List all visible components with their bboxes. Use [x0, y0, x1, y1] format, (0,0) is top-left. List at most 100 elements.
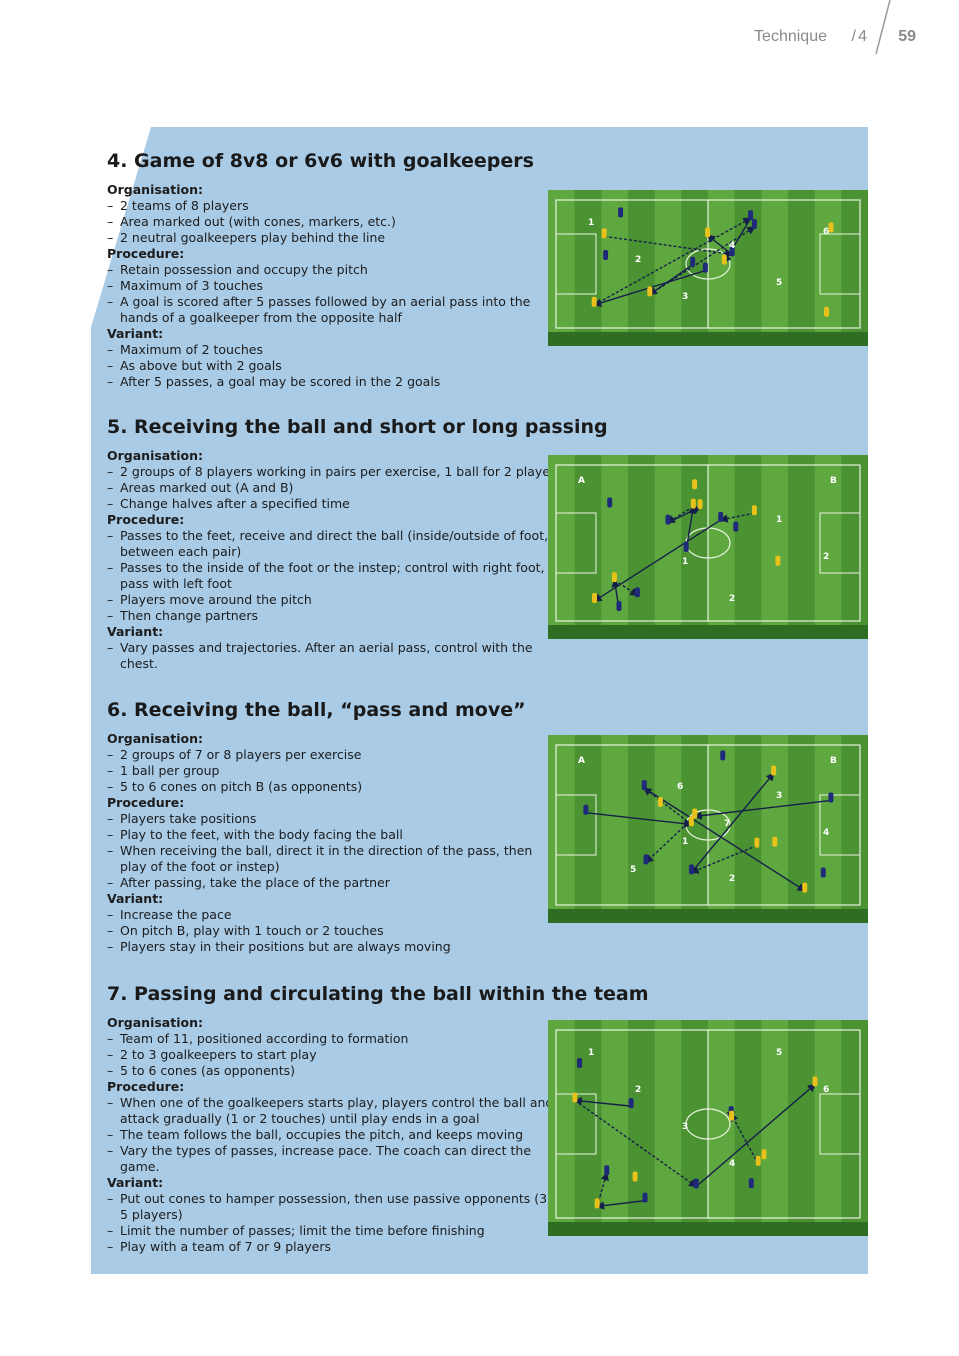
pass-arrow [595, 1199, 646, 1210]
player-blue [618, 207, 624, 218]
player-blue [748, 1178, 754, 1189]
grass-stripe [761, 455, 789, 639]
player-blue [607, 497, 613, 508]
player-blue [603, 249, 609, 260]
diagram-label: 3 [682, 292, 688, 302]
grass-stripe [548, 735, 576, 923]
grass-stripe [654, 190, 683, 346]
pass-arrow [644, 815, 696, 864]
pitch-edge [548, 1222, 868, 1236]
variant-list: Maximum of 2 touches As above but with 2… [107, 342, 567, 390]
diagram-label: 5 [630, 865, 636, 875]
list-item: Play with a team of 7 or 9 players [107, 1239, 567, 1255]
player-blue [718, 511, 724, 522]
diagram-label: 7 [724, 819, 730, 829]
player-yellow [592, 592, 598, 603]
pass-arrow [693, 799, 831, 820]
grass-stripe [628, 455, 656, 639]
grass-stripe [628, 190, 656, 346]
grass-stripe [788, 190, 816, 346]
diagram-label: 2 [729, 874, 735, 884]
page-number: 59 [898, 28, 916, 45]
player-yellow [761, 1149, 767, 1160]
list-item: Areas marked out (A and B) [107, 480, 567, 496]
grass-stripe [734, 735, 763, 923]
player-blue [729, 246, 735, 257]
grass-stripe [548, 190, 576, 346]
organisation-label: Organisation: [107, 448, 203, 463]
variant-label: Variant: [107, 891, 164, 906]
grass-stripe [841, 455, 868, 639]
variant-label: Variant: [107, 326, 164, 341]
list-item: Players stay in their positions but are … [107, 939, 567, 955]
penalty-box [819, 512, 861, 574]
player-yellow [802, 882, 808, 893]
grass-stripe [548, 1020, 576, 1236]
centre-circle [685, 1108, 731, 1140]
header-section-title: Technique [754, 28, 827, 45]
pass-arrow [593, 519, 722, 602]
variant-list: Put out cones to hamper possession, then… [107, 1191, 567, 1255]
grass-stripe [841, 1020, 868, 1236]
player-blue [634, 587, 640, 598]
section-title: 7. Passing and circulating the ball with… [107, 983, 649, 1005]
penalty-box [819, 794, 861, 856]
diagram-label: 3 [776, 791, 782, 801]
pass-arrow [690, 772, 775, 873]
grass-stripe [761, 190, 789, 346]
header-separator: / [851, 28, 856, 45]
player-blue [751, 219, 757, 230]
penalty-box [555, 233, 597, 295]
list-item: Maximum of 3 touches [107, 278, 567, 294]
organisation-list: Team of 11, positioned according to form… [107, 1031, 567, 1079]
pass-arrow [730, 1112, 759, 1165]
player-yellow [572, 1092, 578, 1103]
player-yellow [601, 228, 607, 239]
pass-arrow [695, 1083, 817, 1188]
player-yellow [772, 836, 778, 847]
grass-stripe [761, 735, 789, 923]
list-item: As above but with 2 goals [107, 358, 567, 374]
player-yellow [721, 254, 727, 265]
organisation-list: 2 groups of 7 or 8 players per exercise … [107, 747, 567, 795]
grass-stripe [601, 455, 629, 639]
list-item: 2 groups of 8 players working in pairs p… [107, 464, 567, 480]
pitch-edge [548, 625, 868, 639]
diagram-label: 1 [776, 515, 782, 525]
player-blue [643, 854, 649, 865]
grass-stripe [788, 735, 816, 923]
penalty-box [555, 794, 597, 856]
list-item: Players move around the pitch [107, 592, 567, 608]
list-item: When receiving the ball, direct it in th… [107, 843, 560, 875]
diagram-label: 1 [682, 557, 688, 567]
diagram-label: 6 [677, 782, 683, 792]
player-blue [688, 864, 694, 875]
player-yellow [812, 1076, 818, 1087]
player-yellow [729, 1110, 735, 1121]
procedure-list: Players take positions Play to the feet,… [107, 811, 567, 891]
penalty-box [819, 233, 861, 295]
list-item: 5 to 6 cones (as opponents) [107, 1063, 567, 1079]
grass-stripe [574, 455, 603, 639]
player-yellow [690, 498, 696, 509]
player-blue [641, 780, 647, 791]
organisation-list: 2 teams of 8 players Area marked out (wi… [107, 198, 567, 246]
player-yellow [755, 1155, 761, 1166]
player-blue [583, 804, 589, 815]
list-item: Then change partners [107, 608, 567, 624]
organisation-label: Organisation: [107, 1015, 203, 1030]
diagram-label: 2 [823, 552, 829, 562]
diagram-label: 4 [729, 241, 735, 251]
list-item: 5 to 6 cones on pitch B (as opponents) [107, 779, 567, 795]
player-yellow [688, 816, 694, 827]
player-yellow [771, 765, 777, 776]
organisation-label: Organisation: [107, 182, 203, 197]
pass-arrow [573, 1096, 632, 1107]
pass-arrow [719, 512, 755, 523]
